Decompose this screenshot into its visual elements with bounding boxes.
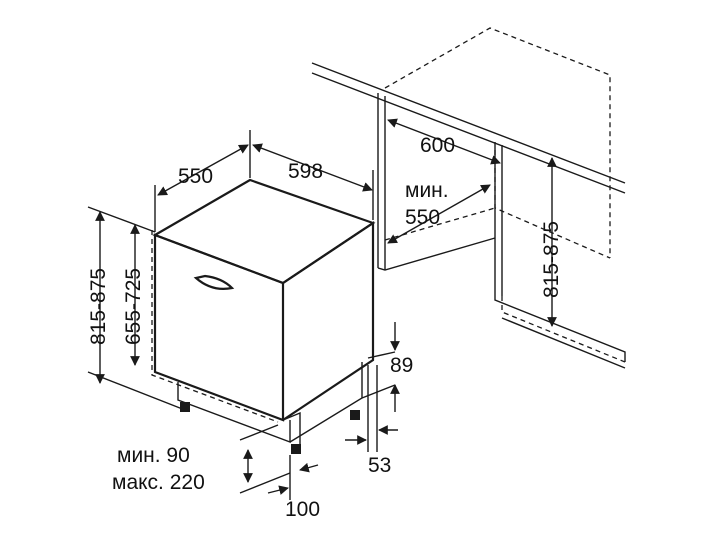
dimension-labels: 550 598 815-875 655-725 600 мин. 550 815…	[87, 134, 563, 521]
label-width-598: 598	[288, 160, 323, 183]
label-door-max-220: макс. 220	[112, 471, 205, 494]
door-panel-outline	[151, 230, 279, 423]
countertop-top-edge	[311, 62, 626, 184]
door-handle	[193, 274, 235, 290]
plinth-step	[282, 411, 301, 445]
ext-height-top	[87, 206, 156, 233]
label-niche-min: мин.	[405, 179, 449, 202]
dishwasher-foot-front	[291, 444, 301, 454]
label-door-min-90: мин. 90	[117, 444, 190, 467]
countertop-bottom-edge	[311, 72, 626, 194]
dimension-lines	[87, 118, 557, 500]
ext-door-b	[239, 472, 291, 494]
niche-right-wall	[494, 142, 626, 362]
dishwasher-top	[152, 178, 376, 285]
label-niche-600: 600	[420, 134, 455, 157]
label-offset-100: 100	[285, 498, 320, 521]
dim-offset-100-left	[267, 485, 289, 495]
ext-89-bottom	[361, 384, 396, 399]
dishwasher-front	[153, 233, 285, 422]
label-plinth-53: 53	[368, 454, 391, 477]
dim-width-598	[252, 143, 373, 192]
dishwasher	[151, 178, 376, 454]
label-niche-height-815-875: 815-875	[540, 221, 563, 298]
label-height-815-875-left: 815-875	[87, 268, 110, 345]
label-depth-550: 550	[178, 165, 213, 188]
label-niche-min-550: 550	[405, 206, 440, 229]
niche-left-wall-base	[377, 237, 496, 271]
dim-niche-600	[387, 118, 501, 165]
dishwasher-foot-left	[180, 402, 190, 412]
kitchen-niche	[311, 27, 626, 369]
label-height-655-725: 655-725	[122, 268, 145, 345]
dim-depth-550	[157, 144, 249, 196]
dishwasher-foot-right	[350, 410, 360, 420]
dim-niche-depth-550	[387, 184, 491, 244]
niche-floor-dashed	[501, 296, 626, 363]
niche-floor-line	[501, 317, 626, 369]
dishwasher-side	[282, 220, 375, 421]
dim-offset-100-right	[299, 462, 319, 473]
ext-door-a	[239, 424, 279, 441]
label-plinth-89: 89	[390, 354, 413, 377]
dishwasher-base-front	[177, 382, 291, 444]
ext-89-top	[367, 351, 396, 359]
